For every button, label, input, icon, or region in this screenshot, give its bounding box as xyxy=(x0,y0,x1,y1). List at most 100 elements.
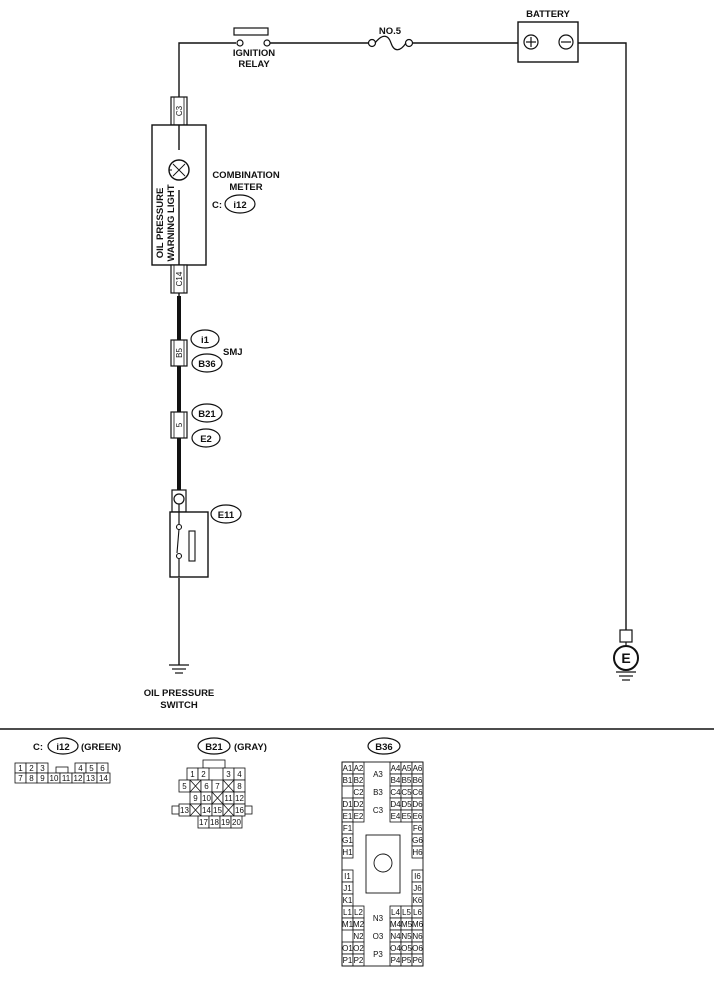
b36-pin-O4-label: O4 xyxy=(390,944,401,953)
b36-pin-E2-label: E2 xyxy=(354,812,364,821)
b36-pin-L5-label: L5 xyxy=(402,908,411,917)
i12-pin-5-label: 5 xyxy=(89,764,94,773)
b36-outline xyxy=(341,761,424,967)
i12-pin-1-label: 1 xyxy=(18,764,23,773)
b36-pin-O3-label: O3 xyxy=(373,932,384,941)
b36-pin-O5-label: O5 xyxy=(401,944,412,953)
blank-pin-mark xyxy=(222,803,235,817)
connector-c14: C14 xyxy=(170,264,188,294)
b36-pin-N4-label: N4 xyxy=(390,932,401,941)
i12-pin-14-label: 14 xyxy=(99,774,108,783)
blank-pin-mark xyxy=(189,803,202,817)
b21-pin-13-label: 13 xyxy=(180,806,189,815)
b36-pin-M4-label: M4 xyxy=(390,920,402,929)
b21-pin-19-label: 19 xyxy=(221,818,230,827)
ignition-relay: IGNITION RELAY xyxy=(233,27,275,70)
b21-pin-5-label: 5 xyxy=(182,782,187,791)
i12-pin-11-label: 11 xyxy=(62,774,71,783)
fuse-no5: NO.5 xyxy=(367,26,414,51)
b36-pin-B3-label: B3 xyxy=(373,788,383,797)
i12-pin-13-label: 13 xyxy=(86,774,95,783)
b36-pin-D5-label: D5 xyxy=(401,800,412,809)
connector-c3: C3 xyxy=(170,96,188,126)
b36-pin-N3-label: N3 xyxy=(373,914,384,923)
b36-pin-H6-label: H6 xyxy=(412,848,423,857)
b36-pin-H1-label: H1 xyxy=(342,848,353,857)
oil-light-label-2: WARNING LIGHT xyxy=(166,184,177,261)
b36-pin-D4-label: D4 xyxy=(390,800,401,809)
b36-pin-M6-label: M6 xyxy=(412,920,424,929)
connector-c3-label: C3 xyxy=(175,105,184,116)
connector-i1-tag: i1 xyxy=(201,335,210,346)
b36-pin-A3-label: A3 xyxy=(373,770,383,779)
ground-e-label: E xyxy=(621,650,630,666)
b21-pin-2-label: 2 xyxy=(201,770,206,779)
i12-pin-3-label: 3 xyxy=(40,764,45,773)
b36-pin-C5-label: C5 xyxy=(401,788,412,797)
legend-b21-id: B21 xyxy=(205,742,223,753)
connector-b5-label: B5 xyxy=(175,348,184,358)
legend-b21-color: (GRAY) xyxy=(234,742,267,753)
b36-pin-G6-label: G6 xyxy=(412,836,423,845)
b36-pin-N6-label: N6 xyxy=(412,932,423,941)
b36-pin-B4-label: B4 xyxy=(391,776,401,785)
blank-pin-mark xyxy=(222,779,235,793)
b36-pin-K6-label: K6 xyxy=(413,896,423,905)
b36-pin-M5-label: M5 xyxy=(401,920,413,929)
b36-pin-B5-label: B5 xyxy=(402,776,412,785)
smj-label: SMJ xyxy=(223,347,243,358)
b21-pin-12-label: 12 xyxy=(235,794,244,803)
b36-pin-M2-label: M2 xyxy=(353,920,365,929)
b36-pin-L1-label: L1 xyxy=(343,908,352,917)
b36-pin-C6-label: C6 xyxy=(412,788,423,797)
i12-pin-10-label: 10 xyxy=(50,774,59,783)
b21-pin-9-label: 9 xyxy=(193,794,198,803)
b36-pin-O2-label: O2 xyxy=(353,944,364,953)
b36-pin-C2-label: C2 xyxy=(353,788,364,797)
b36-pin-P5-label: P5 xyxy=(402,956,412,965)
ignition-relay-label-1: IGNITION xyxy=(233,48,275,59)
b36-pin-O1-label: O1 xyxy=(342,944,353,953)
i12-pin-14-cell xyxy=(96,772,111,784)
legend-i12-prefix: C: xyxy=(33,742,43,753)
b21-side-key-cell xyxy=(244,805,253,815)
i12-pin-7-label: 7 xyxy=(18,774,23,783)
blank-pin-mark xyxy=(211,791,224,805)
ignition-relay-label-2: RELAY xyxy=(238,59,270,70)
b36-pin-P1-label: P1 xyxy=(343,956,353,965)
oil-pressure-switch: E11 OIL PRESSURE SWITCH xyxy=(144,489,242,711)
b21-pin-20-label: 20 xyxy=(232,818,241,827)
b36-pin-L6-label: L6 xyxy=(413,908,422,917)
b36-pin-C4-label: C4 xyxy=(390,788,401,797)
b36-pin-L2-label: L2 xyxy=(354,908,363,917)
b36-pin-E4-label: E4 xyxy=(391,812,401,821)
b21-pin-15-label: 15 xyxy=(213,806,222,815)
b21-pin-7-label: 7 xyxy=(215,782,220,791)
b36-pin-J6-label: J6 xyxy=(413,884,422,893)
combination-meter-label-2: METER xyxy=(229,182,262,193)
b36-pin-E2-cell xyxy=(352,809,365,823)
b36-center-hole xyxy=(373,853,393,873)
oil-light-label-1: OIL PRESSURE xyxy=(155,188,166,259)
b36-pin-A2-label: A2 xyxy=(354,764,364,773)
b21-pin-17-label: 17 xyxy=(199,818,208,827)
b36-pin-N5-label: N5 xyxy=(401,932,412,941)
battery: BATTERY xyxy=(517,9,579,63)
b36-pin-J1-label: J1 xyxy=(343,884,352,893)
b36-pin-A6-label: A6 xyxy=(413,764,423,773)
b36-pin-D1-label: D1 xyxy=(342,800,353,809)
connector-b36-tag: B36 xyxy=(198,359,215,370)
b36-pin-D2-label: D2 xyxy=(353,800,364,809)
legend-b21-header: B21 (GRAY) xyxy=(197,737,267,755)
i12-pin-6-label: 6 xyxy=(100,764,105,773)
b36-pin-B2-label: B2 xyxy=(354,776,364,785)
i12-pin-2-label: 2 xyxy=(29,764,34,773)
connector-smj: B5 i1 B36 SMJ xyxy=(170,329,243,373)
wire-top xyxy=(178,42,236,97)
b21-pin-14-label: 14 xyxy=(202,806,211,815)
legend-b36-header: B36 xyxy=(367,737,401,755)
b21-key-cell xyxy=(202,759,226,769)
b21-pin-10-label: 10 xyxy=(202,794,211,803)
b36-pin-B6-label: B6 xyxy=(413,776,423,785)
